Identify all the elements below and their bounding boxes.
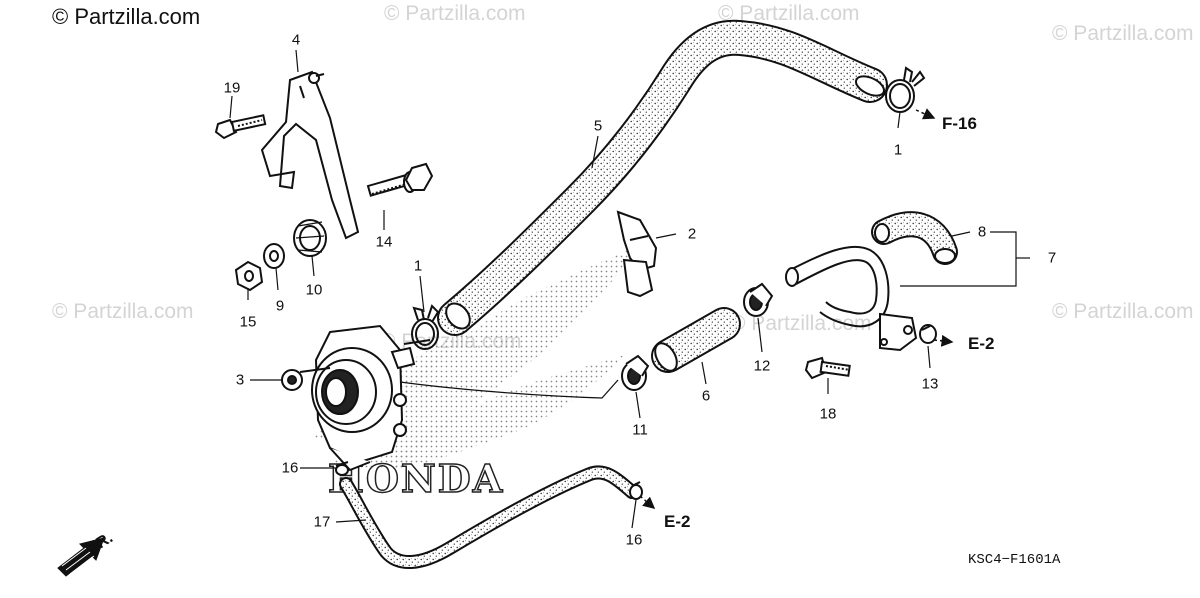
callout-10: 10 <box>305 281 323 299</box>
diagram-code: KSC4−F1601A <box>968 552 1061 568</box>
bolt-18 <box>804 356 851 380</box>
callout-11: 11 <box>632 421 648 439</box>
callout-16-lower: 16 <box>625 531 643 549</box>
clip-13 <box>919 324 937 344</box>
front-arrow-icon <box>57 537 105 577</box>
callout-9: 9 <box>275 297 285 315</box>
leader-lines <box>229 49 1030 529</box>
washer-9 <box>263 243 285 269</box>
callout-19: 19 <box>223 79 241 97</box>
clamp-1-lower <box>411 304 440 350</box>
hose-5 <box>437 19 888 336</box>
callout-6: 6 <box>701 387 711 405</box>
hose-8 <box>871 211 958 265</box>
direction-arrows <box>639 108 954 509</box>
callout-2: 2 <box>687 225 697 243</box>
reference-e2-bottom: E-2 <box>664 512 691 531</box>
valve-3 <box>281 324 431 472</box>
callout-16-upper: 16 <box>281 459 299 477</box>
watermark: © Partzilla.com <box>1052 22 1194 45</box>
watermark: © Partzilla.com <box>384 2 526 25</box>
clamp-12 <box>743 282 774 317</box>
clip-16-upper <box>335 461 349 476</box>
reference-e2-right: E-2 <box>968 334 995 353</box>
callout-14: 14 <box>375 233 393 251</box>
reference-f16: F-16 <box>942 114 977 133</box>
watermark: © Partzilla.com <box>718 2 860 25</box>
callout-1-lower: 1 <box>413 257 423 275</box>
clamp-11 <box>621 354 650 391</box>
callout-13: 13 <box>921 375 939 393</box>
bolt-14 <box>366 162 434 197</box>
pipe-7 <box>785 245 918 352</box>
watermark: © Partzilla.com <box>730 312 872 335</box>
callout-4: 4 <box>291 31 301 49</box>
watermark: © Partzilla.com <box>1052 300 1194 323</box>
bracket-4 <box>260 70 360 240</box>
grommet-10 <box>293 219 327 257</box>
callout-18: 18 <box>819 405 837 423</box>
clip-2 <box>616 210 658 298</box>
callout-1-upper: 1 <box>893 141 903 159</box>
callout-12: 12 <box>753 357 771 375</box>
bolt-19 <box>214 114 267 140</box>
callout-7: 7 <box>1047 249 1057 267</box>
callout-3: 3 <box>235 371 245 389</box>
hose-6 <box>651 307 741 373</box>
watermark: © Partzilla.com <box>52 300 194 323</box>
nut-15 <box>234 260 264 292</box>
clamp-1-upper <box>885 66 926 113</box>
callout-8: 8 <box>977 223 987 241</box>
hose-17 <box>339 465 639 570</box>
clip-16-lower <box>629 481 643 500</box>
callout-5: 5 <box>593 117 603 135</box>
callout-15: 15 <box>239 313 257 331</box>
watermark-main: © Partzilla.com <box>52 4 201 29</box>
callout-17: 17 <box>313 513 331 531</box>
